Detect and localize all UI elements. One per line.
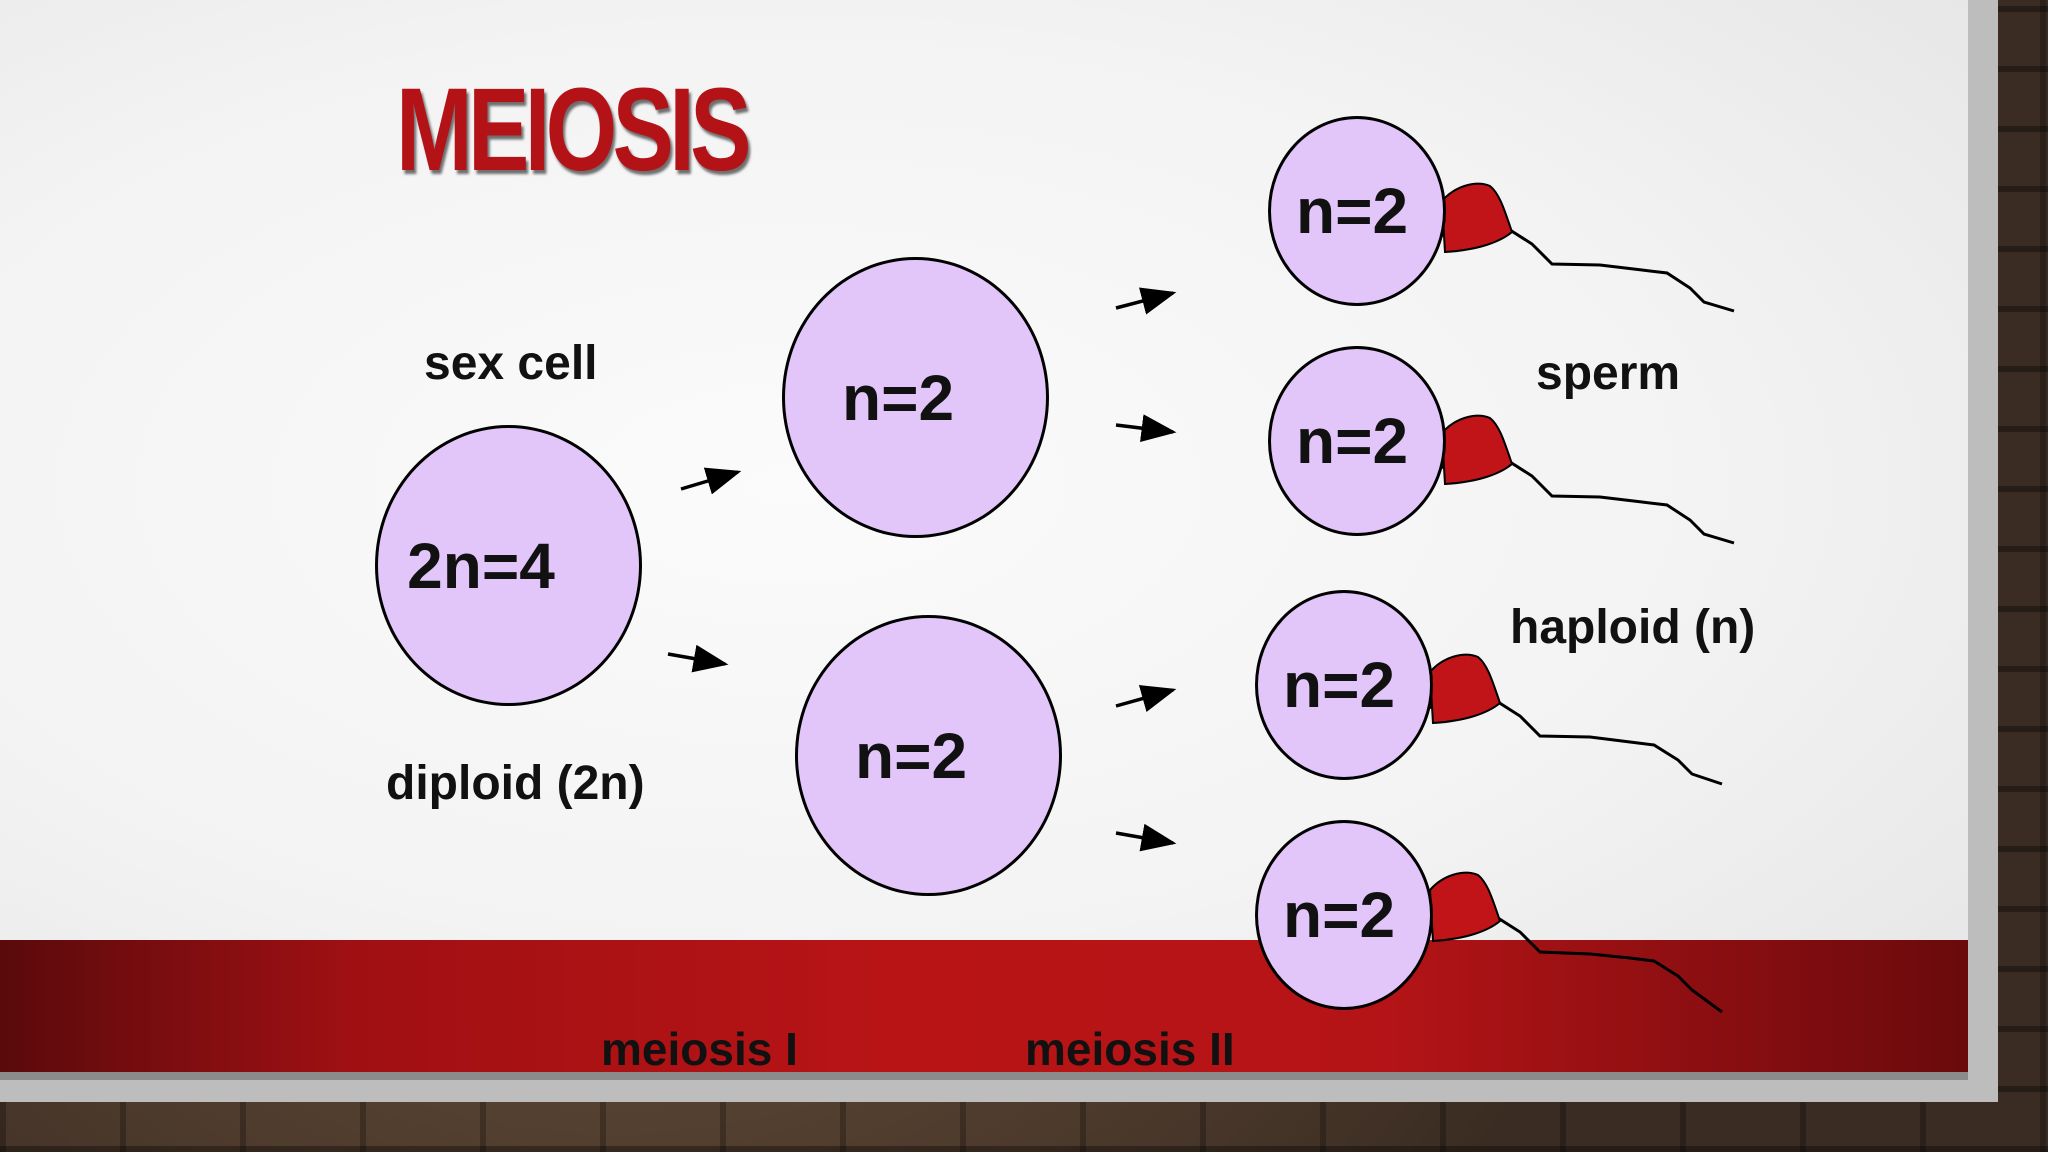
sperm-cell-1-label: n=2: [1295, 175, 1409, 247]
haploid-label: haploid (n): [1510, 601, 1756, 654]
slide: MEIOSIS sex cell diploid (2n) sperm hapl…: [0, 0, 1968, 1080]
arrow-parent-to-bottom: [667, 644, 729, 673]
meiosis1-cell-bottom-label: n=2: [854, 719, 968, 792]
sperm-3-head: [1428, 653, 1502, 725]
sperm-1-tail: [1435, 182, 1735, 313]
arrow-top-to-sperm-1: [1115, 287, 1177, 315]
arrow-parent-to-top: [680, 467, 742, 495]
meiosis1-cell-top-label: n=2: [841, 361, 955, 434]
sperm-cell-4-label: n=2: [1282, 879, 1396, 951]
arrow-bottom-to-sperm-3: [1115, 685, 1177, 712]
sperm-2-tail: [1435, 414, 1735, 545]
meiosis1-cell-bottom: n=2: [795, 615, 1062, 896]
sperm-cell-4: n=2: [1255, 820, 1433, 1010]
sperm-4-tail: [1423, 871, 1723, 1014]
sperm-cell-2-label: n=2: [1295, 405, 1409, 477]
arrow-bottom-to-sperm-4: [1115, 823, 1177, 852]
footer-band-edge: [0, 1072, 1968, 1080]
diagram-overlay: [667, 182, 1735, 1014]
arrow-top-to-sperm-2: [1115, 414, 1177, 443]
sperm-cell-1: n=2: [1268, 116, 1446, 306]
sperm-2-head: [1440, 414, 1514, 486]
meiosis-1-label: meiosis I: [601, 1023, 798, 1075]
sperm-label: sperm: [1536, 347, 1681, 400]
footer-band: [0, 940, 1968, 1072]
sperm-1-head: [1440, 182, 1514, 254]
diploid-label: diploid (2n): [386, 757, 645, 810]
sperm-cell-3-label: n=2: [1282, 649, 1396, 721]
sperm-cell-3: n=2: [1255, 590, 1433, 780]
sperm-cell-2: n=2: [1268, 346, 1446, 536]
parent-cell: 2n=4: [375, 425, 642, 706]
sex-cell-label: sex cell: [424, 337, 598, 390]
parent-cell-label: 2n=4: [407, 529, 555, 602]
meiosis1-cell-top: n=2: [782, 257, 1049, 538]
slide-title: MEIOSIS: [396, 64, 751, 196]
meiosis-arrows: [667, 287, 1177, 852]
sperm-4-head: [1428, 871, 1502, 943]
meiosis-2-label: meiosis II: [1025, 1023, 1235, 1075]
sperm-3-tail: [1423, 653, 1723, 786]
